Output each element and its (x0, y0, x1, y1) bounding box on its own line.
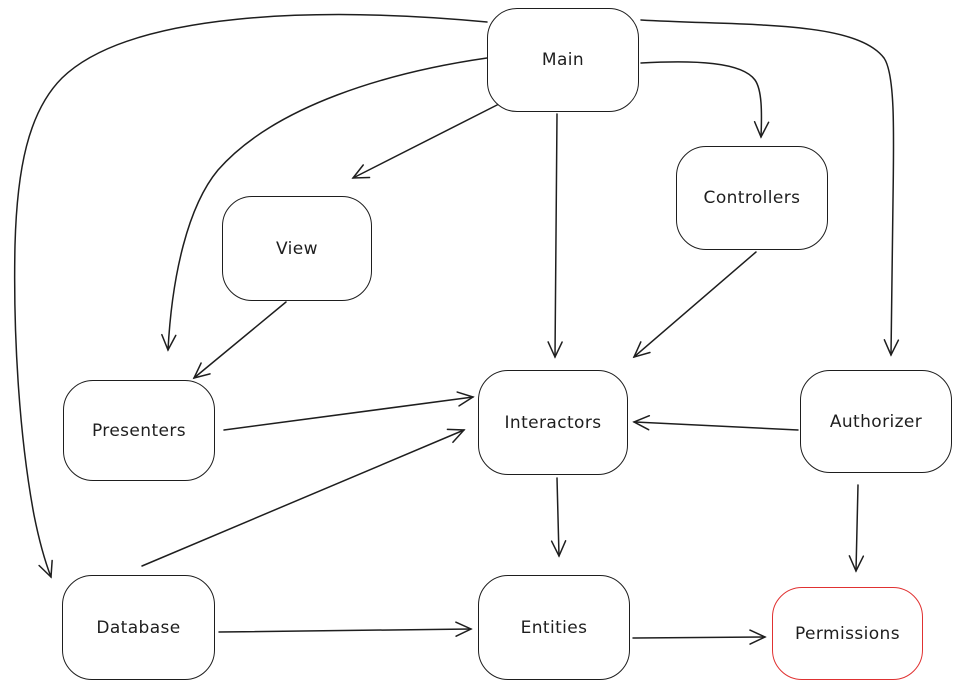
node-authorizer-label: Authorizer (829, 411, 923, 432)
node-presenters: Presenters (63, 380, 215, 481)
node-interactors-label: Interactors (504, 412, 602, 433)
edge-database-to-entities (218, 621, 473, 637)
edge-main-to-view (351, 103, 500, 179)
edge-view-to-presenters (192, 301, 287, 380)
edge-presenters-to-interactors (223, 391, 475, 431)
edge-authorizer-to-interactors (632, 414, 799, 431)
node-entities-label: Entities (520, 617, 588, 638)
edge-controllers-to-interactors (632, 251, 757, 359)
edge-interactors-to-entities (550, 477, 567, 558)
node-database: Database (62, 575, 215, 680)
edge-main-to-controllers (640, 61, 770, 139)
node-presenters-label: Presenters (91, 420, 187, 441)
node-permissions: Permissions (772, 587, 923, 680)
node-controllers-label: Controllers (703, 188, 801, 208)
node-database-label: Database (96, 617, 181, 638)
node-view: View (222, 196, 372, 301)
node-view-label: View (276, 238, 318, 259)
edge-main-to-authorizer (640, 19, 900, 357)
node-entities: Entities (478, 575, 630, 680)
edge-authorizer-to-permissions (848, 484, 865, 573)
node-authorizer: Authorizer (800, 370, 952, 473)
node-controllers: Controllers (676, 146, 828, 250)
node-permissions-label: Permissions (795, 623, 900, 644)
node-main: Main (487, 8, 639, 112)
edge-main-to-interactors (547, 113, 563, 359)
edge-main-to-presenters (161, 57, 488, 352)
node-main-label: Main (541, 50, 585, 70)
edge-database-to-interactors (141, 428, 466, 567)
node-interactors: Interactors (478, 370, 628, 475)
edge-entities-to-permissions (632, 629, 767, 645)
edge-main-to-database (13, 13, 488, 579)
